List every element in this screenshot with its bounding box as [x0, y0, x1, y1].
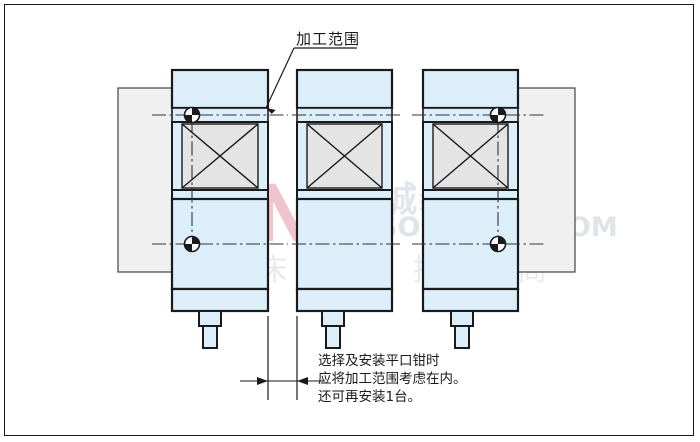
marker-lower-left [183, 235, 201, 253]
note-line-1: 选择及安装平口钳时 [318, 353, 440, 369]
title-label: 加工范围 [296, 30, 361, 48]
note-line-2: 应将加工范围考虑在内。 [318, 371, 467, 387]
dimension-arrow-left [257, 377, 268, 385]
note-line-3: 还可再安装1台。 [318, 389, 422, 405]
dimension-arrow-right [297, 377, 308, 385]
dimension-annotation [240, 316, 325, 400]
marker-lower-right [489, 235, 507, 253]
note-block: 选择及安装平口钳时 应将加工范围考虑在内。 还可再安装1台。 [318, 352, 467, 406]
vise-left [152, 68, 288, 349]
title-leader-line [265, 47, 357, 114]
marker-upper-right [489, 106, 507, 124]
vise-middle [292, 68, 400, 349]
vise-right [412, 68, 545, 349]
drawing-border [4, 4, 694, 436]
marker-upper-left [183, 106, 201, 124]
